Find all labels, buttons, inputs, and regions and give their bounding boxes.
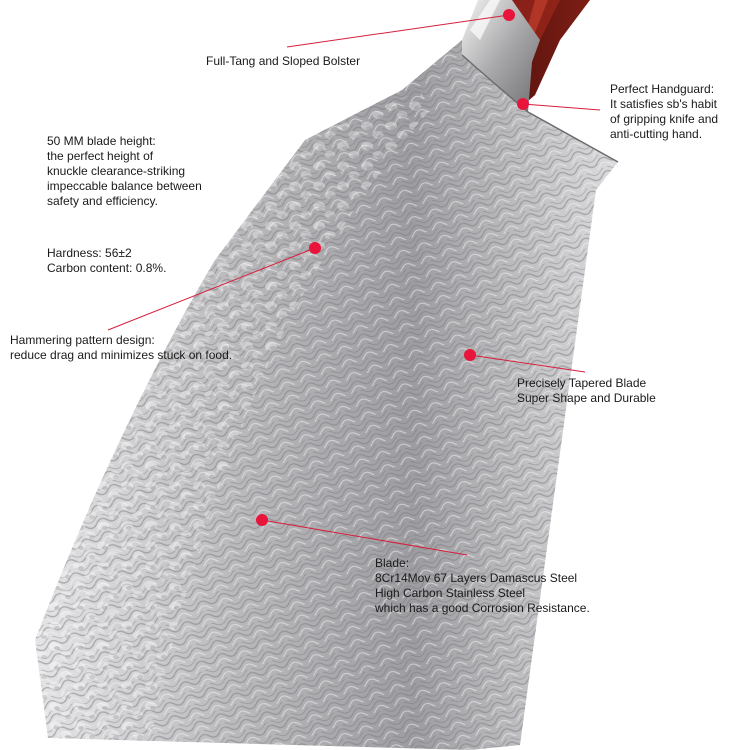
annotation-blade-height: 50 MM blade height: the perfect height o… (47, 134, 202, 209)
annotation-line: the perfect height of (47, 149, 154, 163)
annotation-tapered-blade: Precisely Tapered Blade Super Shape and … (517, 376, 656, 406)
leader-line-bolster (286, 14, 510, 48)
leader-line-handguard (522, 103, 601, 111)
leader-line-tapered (469, 354, 586, 373)
annotation-line: Full-Tang and Sloped Bolster (206, 54, 361, 68)
annotation-line: Blade: (375, 556, 410, 570)
annotation-line: of gripping knife and (610, 112, 719, 126)
annotation-line: reduce drag and minimizes stuck on food. (10, 348, 233, 362)
annotation-line: safety and efficiency. (47, 194, 158, 208)
callout-dots (256, 9, 529, 526)
callout-dot-tapered (464, 349, 476, 361)
annotation-line: Super Shape and Durable (517, 391, 656, 405)
annotation-line: Hardness: 56±2 (47, 246, 132, 260)
annotation-line: Carbon content: 0.8%. (47, 261, 167, 275)
leader-line-blade (261, 519, 468, 556)
callout-dot-handguard (517, 98, 529, 110)
annotation-line: anti-cutting hand. (610, 127, 703, 141)
annotation-line: Perfect Handguard: (610, 82, 715, 96)
annotation-line: Precisely Tapered Blade (517, 376, 647, 390)
annotation-line: which has a good Corrosion Resistance. (375, 601, 590, 615)
annotation-hardness: Hardness: 56±2 Carbon content: 0.8%. (47, 246, 166, 276)
annotation-handguard: Perfect Handguard: It satisfies sb's hab… (610, 82, 718, 142)
annotation-line: It satisfies sb's habit (610, 97, 718, 111)
leader-line-hardness (107, 247, 316, 331)
annotation-line: Hammering pattern design: (10, 333, 155, 347)
annotation-line: High Carbon Stainless Steel (375, 586, 526, 600)
annotation-line: knuckle clearance-striking (47, 164, 186, 178)
callout-dot-hardness (309, 242, 321, 254)
annotation-blade-material: Blade: 8Cr14Mov 67 Layers Damascus Steel… (375, 556, 590, 616)
annotation-line: 50 MM blade height: (47, 134, 156, 148)
callout-dot-blade (256, 514, 268, 526)
callout-lines (107, 14, 601, 556)
annotation-line: 8Cr14Mov 67 Layers Damascus Steel (375, 571, 578, 585)
knife-bolster (462, 0, 540, 112)
annotation-hammering: Hammering pattern design: reduce drag an… (10, 333, 232, 363)
annotation-bolster: Full-Tang and Sloped Bolster (206, 54, 360, 69)
annotation-line: impeccable balance between (47, 179, 202, 193)
callout-dot-bolster (503, 9, 515, 21)
